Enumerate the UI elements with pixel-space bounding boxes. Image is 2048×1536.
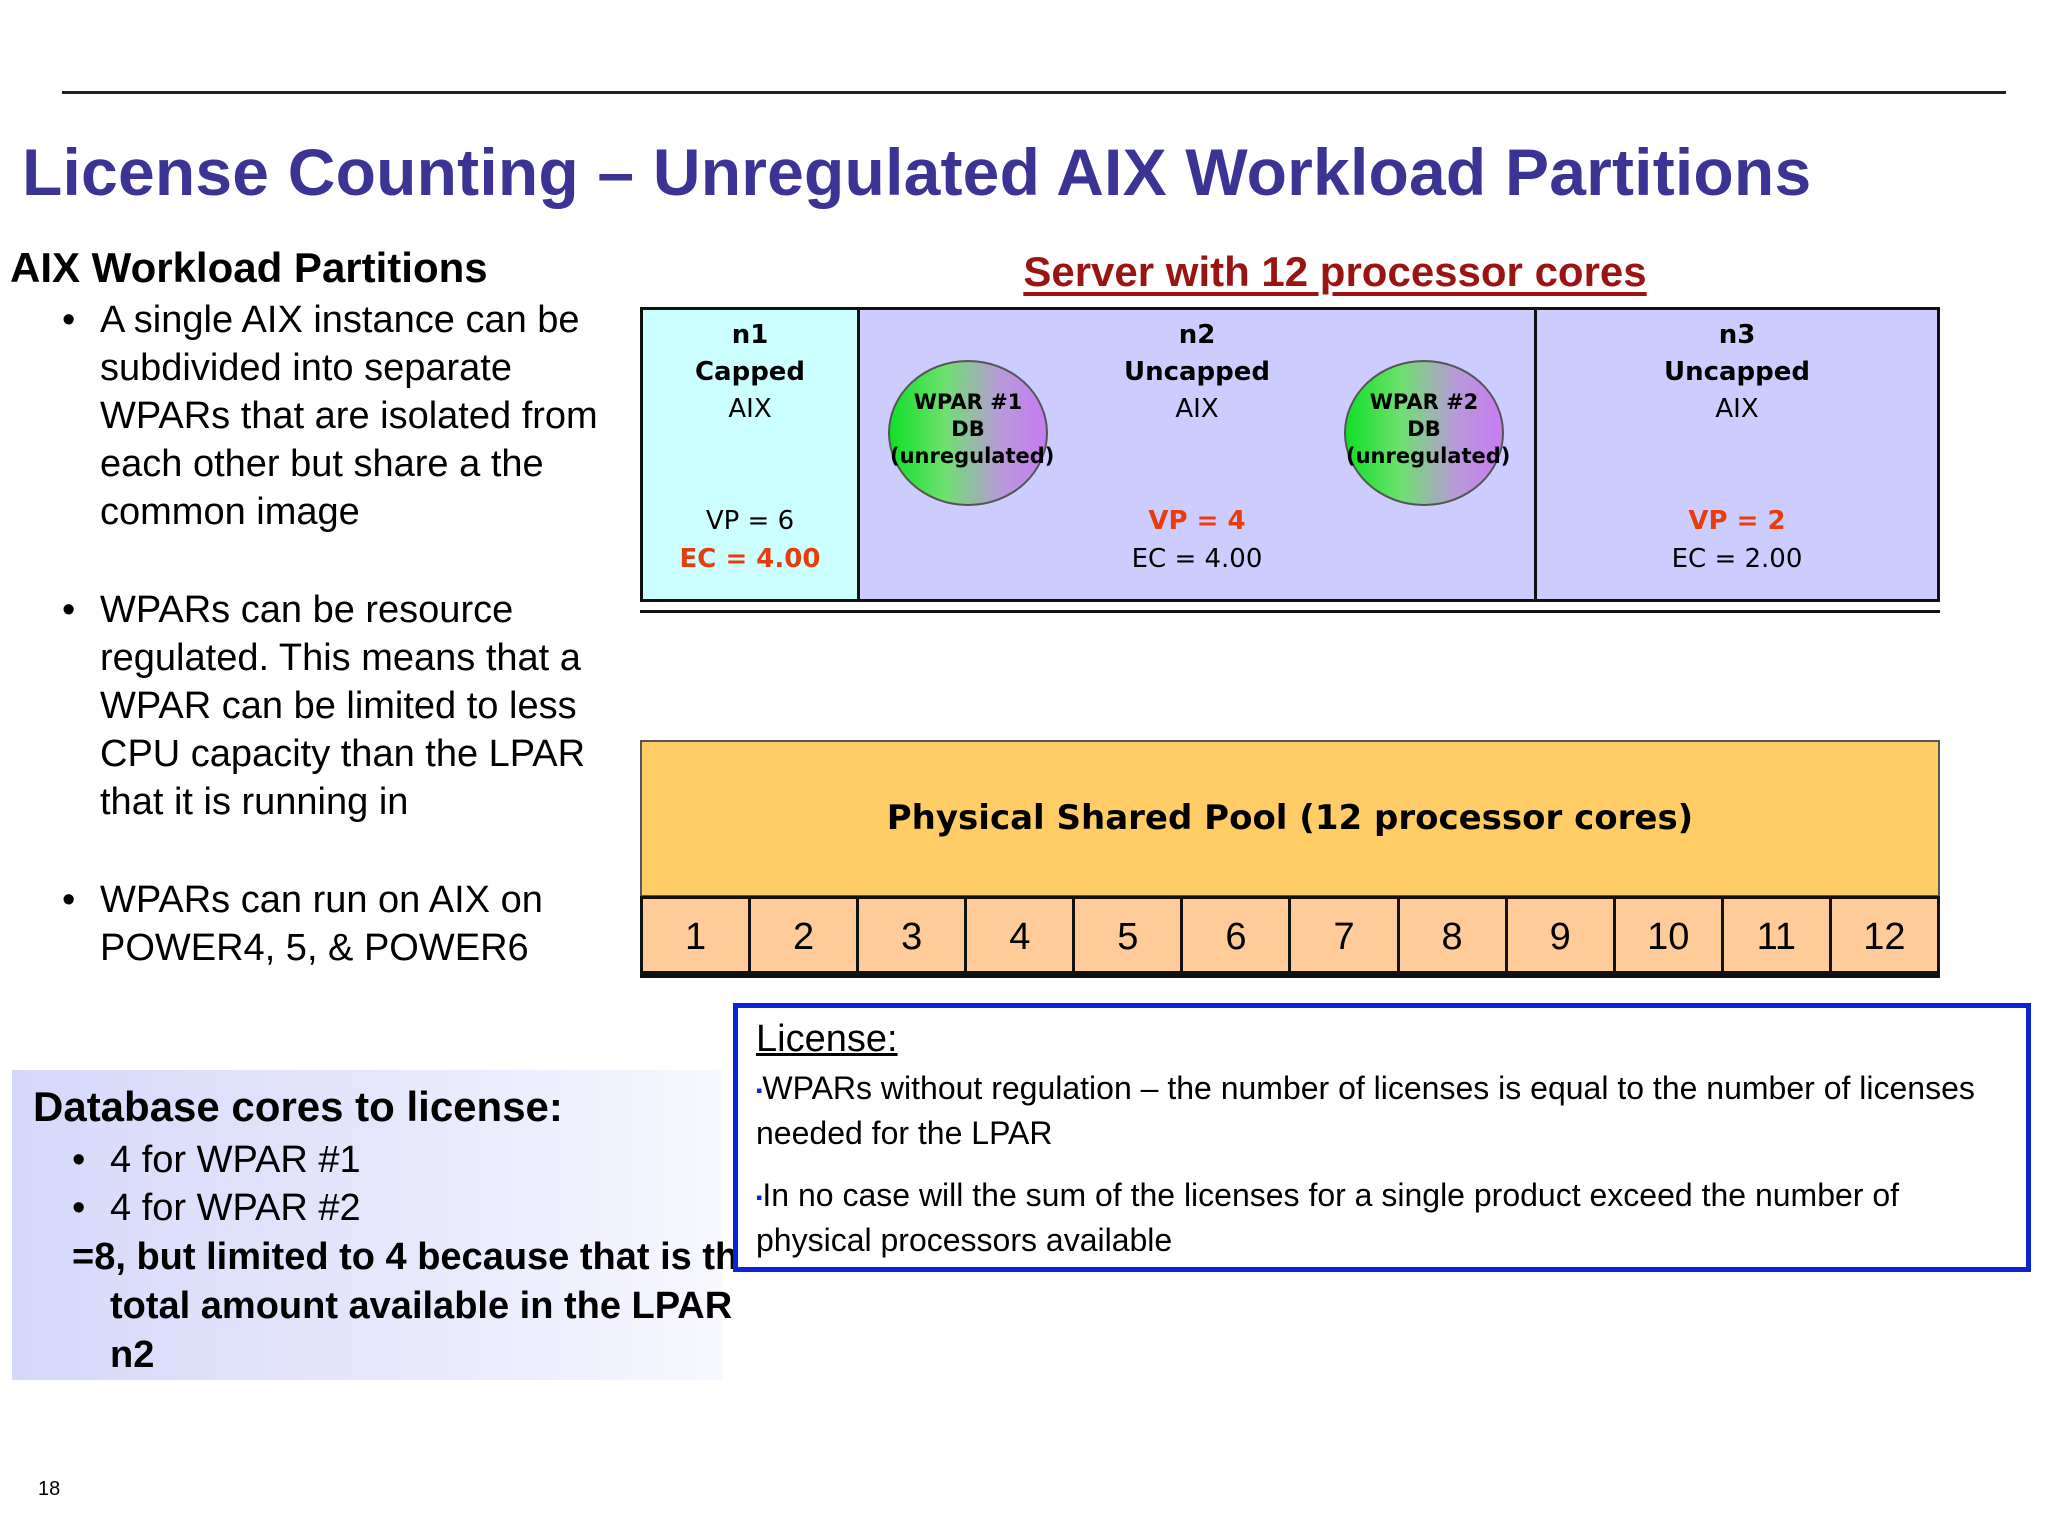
- wpar-type: DB: [1407, 417, 1441, 441]
- core-cell: 9: [1507, 899, 1616, 971]
- lpar-row: n1 Capped AIX VP = 6 EC = 4.00 n2 Uncapp…: [640, 307, 1940, 602]
- lpar-mode: Uncapped: [1663, 357, 1811, 387]
- core-cell: 2: [751, 899, 860, 971]
- lpar-os: AIX: [728, 394, 772, 424]
- license-item: ▪In no case will the sum of the licenses…: [756, 1177, 1900, 1258]
- lpar-mode: Capped: [694, 357, 806, 387]
- page-number: 18: [38, 1478, 61, 1500]
- wpar-label: WPAR #2: [1369, 390, 1479, 414]
- hypervisor-divider: [640, 610, 1940, 613]
- lpar-vp: VP = 6: [705, 506, 795, 536]
- bullet-item: •WPARs can be resource regulated. This m…: [58, 586, 628, 826]
- bullet-dot-icon: •: [62, 299, 76, 341]
- wpar-1-bubble: WPAR #1 DB (unregulated): [888, 360, 1055, 506]
- core-cell: 6: [1183, 899, 1292, 971]
- server-title: Server with 12 processor cores: [1023, 248, 1647, 295]
- database-list: •4 for WPAR #1 •4 for WPAR #2: [68, 1136, 361, 1232]
- bullet-list-1: •A single AIX instance can be subdivided…: [58, 296, 628, 536]
- lpar-ec: EC = 2.00: [1671, 544, 1803, 574]
- square-bullet-icon: ▪: [756, 1080, 763, 1101]
- core-cell: 8: [1399, 899, 1508, 971]
- lpar-n2: n2 Uncapped AIX VP = 4 EC = 4.00 WPAR #1…: [860, 310, 1537, 599]
- bullet-item: •A single AIX instance can be subdivided…: [58, 296, 628, 536]
- core-cell: 7: [1291, 899, 1400, 971]
- license-item: ▪WPARs without regulation – the number o…: [756, 1070, 1975, 1151]
- lpar-n3: n3 Uncapped AIX VP = 2 EC = 2.00: [1537, 310, 1937, 599]
- lpar-os: AIX: [1175, 394, 1219, 424]
- core-cell: 5: [1075, 899, 1184, 971]
- core-cell: 12: [1831, 899, 1937, 971]
- core-cell: 3: [859, 899, 968, 971]
- lpar-name: n1: [731, 320, 769, 350]
- wpar-regulation: (unregulated): [890, 444, 1055, 468]
- bullet-item: •WPARs can run on AIX on POWER4, 5, & PO…: [58, 876, 628, 972]
- database-total: =8, but limited to 4 because that is the…: [72, 1236, 760, 1376]
- bullet-list-3: •WPARs can run on AIX on POWER4, 5, & PO…: [58, 876, 628, 972]
- wpar-regulation: (unregulated): [1346, 444, 1511, 468]
- lpar-os: AIX: [1715, 394, 1759, 424]
- lpar-mode: Uncapped: [1123, 357, 1271, 387]
- database-heading: Database cores to license:: [33, 1083, 563, 1130]
- wpar-type: DB: [951, 417, 985, 441]
- core-row: 1 2 3 4 5 6 7 8 9 10 11 12: [640, 896, 1940, 975]
- top-divider: [62, 91, 2006, 94]
- physical-shared-pool: Physical Shared Pool (12 processor cores…: [640, 740, 1940, 897]
- license-title: License:: [756, 1018, 898, 1060]
- slide-title: License Counting – Unregulated AIX Workl…: [22, 135, 1812, 209]
- license-box: [733, 1003, 2031, 1272]
- pool-bottom-divider: [640, 975, 1940, 978]
- lpar-ec: EC = 4.00: [1131, 544, 1263, 574]
- lpar-ec: EC = 4.00: [679, 544, 821, 574]
- database-panel: [12, 1070, 722, 1380]
- bullet-dot-icon: •: [62, 589, 76, 631]
- core-cell: 10: [1615, 899, 1724, 971]
- left-heading: AIX Workload Partitions: [10, 244, 488, 291]
- square-bullet-icon: ▪: [756, 1187, 763, 1208]
- lpar-n1: n1 Capped AIX VP = 6 EC = 4.00: [643, 310, 860, 599]
- wpar-label: WPAR #1: [913, 390, 1023, 414]
- bullet-dot-icon: •: [72, 1139, 86, 1181]
- database-item: •4 for WPAR #1: [68, 1136, 361, 1184]
- core-cell: 1: [643, 899, 752, 971]
- wpar-2-bubble: WPAR #2 DB (unregulated): [1344, 360, 1511, 506]
- database-item: •4 for WPAR #2: [68, 1184, 361, 1232]
- lpar-vp: VP = 4: [1148, 506, 1246, 536]
- core-cell: 11: [1723, 899, 1832, 971]
- lpar-vp: VP = 2: [1688, 506, 1786, 536]
- lpar-name: n3: [1718, 320, 1756, 350]
- bullet-dot-icon: •: [62, 879, 76, 921]
- bullet-list-2: •WPARs can be resource regulated. This m…: [58, 586, 628, 826]
- lpar-name: n2: [1178, 320, 1216, 350]
- bullet-dot-icon: •: [72, 1187, 86, 1229]
- core-cell: 4: [967, 899, 1076, 971]
